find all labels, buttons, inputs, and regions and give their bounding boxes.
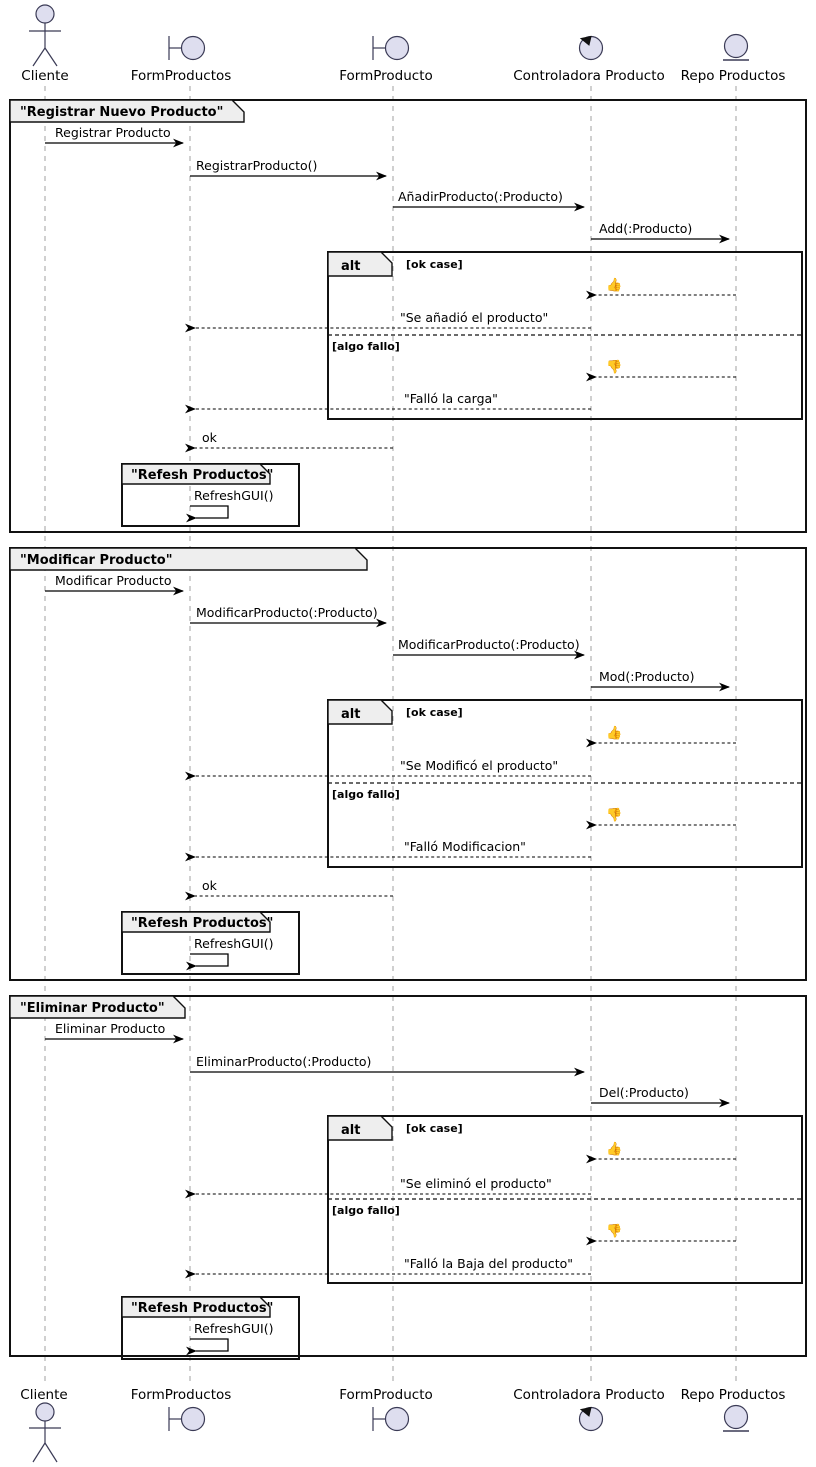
- message-label: ok: [202, 430, 218, 445]
- control-icon: [578, 35, 604, 61]
- message-modificarproducto-call-2: ModificarProducto(:Producto): [393, 637, 585, 660]
- message-label: Eliminar Producto: [55, 1021, 165, 1036]
- boundary-icon: [168, 35, 206, 61]
- participant-label: FormProducto: [339, 1387, 433, 1403]
- thumbs-down-icon: 👎: [606, 807, 622, 823]
- participant-foot-cliente[interactable]: Cliente: [20, 1387, 68, 1463]
- message-label: ModificarProducto(:Producto): [398, 637, 580, 652]
- alt-fragment-modificar: alt [ok case] [algo fallo] 👍 "Se Modific…: [185, 699, 803, 868]
- entity-icon: [723, 1404, 749, 1432]
- participant-label: Controladora Producto: [513, 1387, 665, 1403]
- subgroup-refesh-productos-3: "Refesh Productos" RefreshGUI(): [121, 1296, 300, 1360]
- group-frame-eliminar: "Eliminar Producto": [9, 995, 807, 1357]
- message-eliminarproducto-call: EliminarProducto(:Producto): [190, 1054, 585, 1077]
- message-label: "Se añadió el producto": [400, 310, 548, 325]
- participant-foot-controladora[interactable]: Controladora Producto: [513, 1387, 665, 1432]
- group-frame-registrar: "Registrar Nuevo Producto": [9, 99, 807, 533]
- message-label: Modificar Producto: [55, 573, 171, 588]
- message-label: RegistrarProducto(): [196, 158, 317, 173]
- group-label: "Eliminar Producto": [20, 1001, 165, 1016]
- alt-fragment-eliminar: alt [ok case] [algo fallo] 👍 "Se eliminó…: [185, 1115, 803, 1284]
- participant-label: Repo Productos: [681, 68, 786, 84]
- group-frame-modificar: "Modificar Producto": [9, 547, 807, 981]
- message-del-producto: Del(:Producto): [591, 1085, 730, 1108]
- participant-head-cliente[interactable]: Cliente: [21, 4, 69, 84]
- alt-condition-ok: [ok case]: [406, 1122, 463, 1135]
- message-label: Mod(:Producto): [599, 669, 694, 684]
- participant-foot-formproductos[interactable]: FormProductos: [131, 1387, 232, 1432]
- message-add-producto: Add(:Producto): [591, 221, 730, 244]
- boundary-icon: [168, 1406, 206, 1432]
- alt-condition-fail: [algo fallo]: [332, 788, 400, 801]
- message-ok-return-2: ok: [185, 878, 393, 901]
- message-modificar-producto: Modificar Producto: [45, 573, 184, 596]
- participant-head-repo[interactable]: Repo Productos: [681, 33, 786, 85]
- message-label: ModificarProducto(:Producto): [196, 605, 378, 620]
- alt-operator-label: alt: [341, 1123, 360, 1138]
- participant-head-formproducto[interactable]: FormProducto: [339, 35, 433, 84]
- participant-head-formproductos[interactable]: FormProductos: [131, 35, 232, 84]
- message-label: "Falló la Baja del producto": [404, 1256, 573, 1271]
- thumbs-down-icon: 👎: [606, 1223, 622, 1239]
- participant-label: Repo Productos: [681, 1387, 786, 1403]
- participant-label: FormProductos: [131, 1387, 232, 1403]
- participant-label: FormProducto: [339, 68, 433, 84]
- message-label: "Se Modificó el producto": [400, 758, 558, 773]
- alt-operator-label: alt: [341, 259, 360, 274]
- message-label: EliminarProducto(:Producto): [196, 1054, 371, 1069]
- self-message-label: RefreshGUI(): [194, 1321, 273, 1336]
- participant-label: FormProductos: [131, 68, 232, 84]
- self-message-label: RefreshGUI(): [194, 936, 273, 951]
- participant-label: Controladora Producto: [513, 68, 665, 84]
- message-registrar-producto: Registrar Producto: [45, 125, 184, 148]
- actor-icon: [29, 1402, 61, 1463]
- thumbs-up-icon: 👍: [606, 1141, 622, 1157]
- message-eliminar-producto: Eliminar Producto: [45, 1021, 184, 1044]
- thumbs-up-icon: 👍: [606, 277, 622, 293]
- subgroup-label: "Refesh Productos": [131, 916, 273, 931]
- participant-label: Cliente: [20, 1387, 67, 1403]
- alt-condition-ok: [ok case]: [406, 258, 463, 271]
- subgroup-label: "Refesh Productos": [131, 468, 273, 483]
- boundary-icon: [372, 1406, 410, 1432]
- message-ok-return-1: ok: [185, 430, 393, 453]
- self-message-label: RefreshGUI(): [194, 488, 273, 503]
- subgroup-label: "Refesh Productos": [131, 1301, 273, 1316]
- message-label: Add(:Producto): [599, 221, 692, 236]
- message-label: "Falló Modificacion": [404, 839, 526, 854]
- group-label: "Registrar Nuevo Producto": [20, 105, 223, 120]
- participant-foot-repo[interactable]: Repo Productos: [681, 1387, 786, 1432]
- message-anadirproducto: AñadirProducto(:Producto): [393, 189, 585, 212]
- participant-foot-formproducto[interactable]: FormProducto: [339, 1387, 433, 1432]
- actor-icon: [29, 4, 61, 67]
- message-label: "Se eliminó el producto": [400, 1176, 552, 1191]
- subgroup-refesh-productos-2: "Refesh Productos" RefreshGUI(): [121, 911, 300, 975]
- subgroup-refesh-productos-1: "Refesh Productos" RefreshGUI(): [121, 463, 300, 527]
- participant-head-controladora[interactable]: Controladora Producto: [513, 35, 665, 85]
- alt-operator-label: alt: [341, 707, 360, 722]
- message-mod-producto: Mod(:Producto): [591, 669, 730, 692]
- control-icon: [578, 1406, 604, 1432]
- group-label: "Modificar Producto": [20, 553, 173, 568]
- message-label: Del(:Producto): [599, 1085, 689, 1100]
- entity-icon: [723, 33, 749, 61]
- alt-condition-ok: [ok case]: [406, 706, 463, 719]
- message-label: ok: [202, 878, 218, 893]
- message-label: "Falló la carga": [404, 391, 498, 406]
- boundary-icon: [372, 35, 410, 61]
- alt-fragment-registrar: alt [ok case] [algo fallo] 👍 "Se añadió …: [185, 251, 803, 420]
- thumbs-up-icon: 👍: [606, 725, 622, 741]
- message-label: AñadirProducto(:Producto): [398, 189, 563, 204]
- thumbs-down-icon: 👎: [606, 359, 622, 375]
- message-modificarproducto-call-1: ModificarProducto(:Producto): [190, 605, 387, 628]
- participant-label: Cliente: [21, 68, 68, 84]
- lifelines-group: [44, 86, 737, 1382]
- message-registrarproducto-call: RegistrarProducto(): [190, 158, 387, 181]
- message-label: Registrar Producto: [55, 125, 171, 140]
- alt-condition-fail: [algo fallo]: [332, 1204, 400, 1217]
- alt-condition-fail: [algo fallo]: [332, 340, 400, 353]
